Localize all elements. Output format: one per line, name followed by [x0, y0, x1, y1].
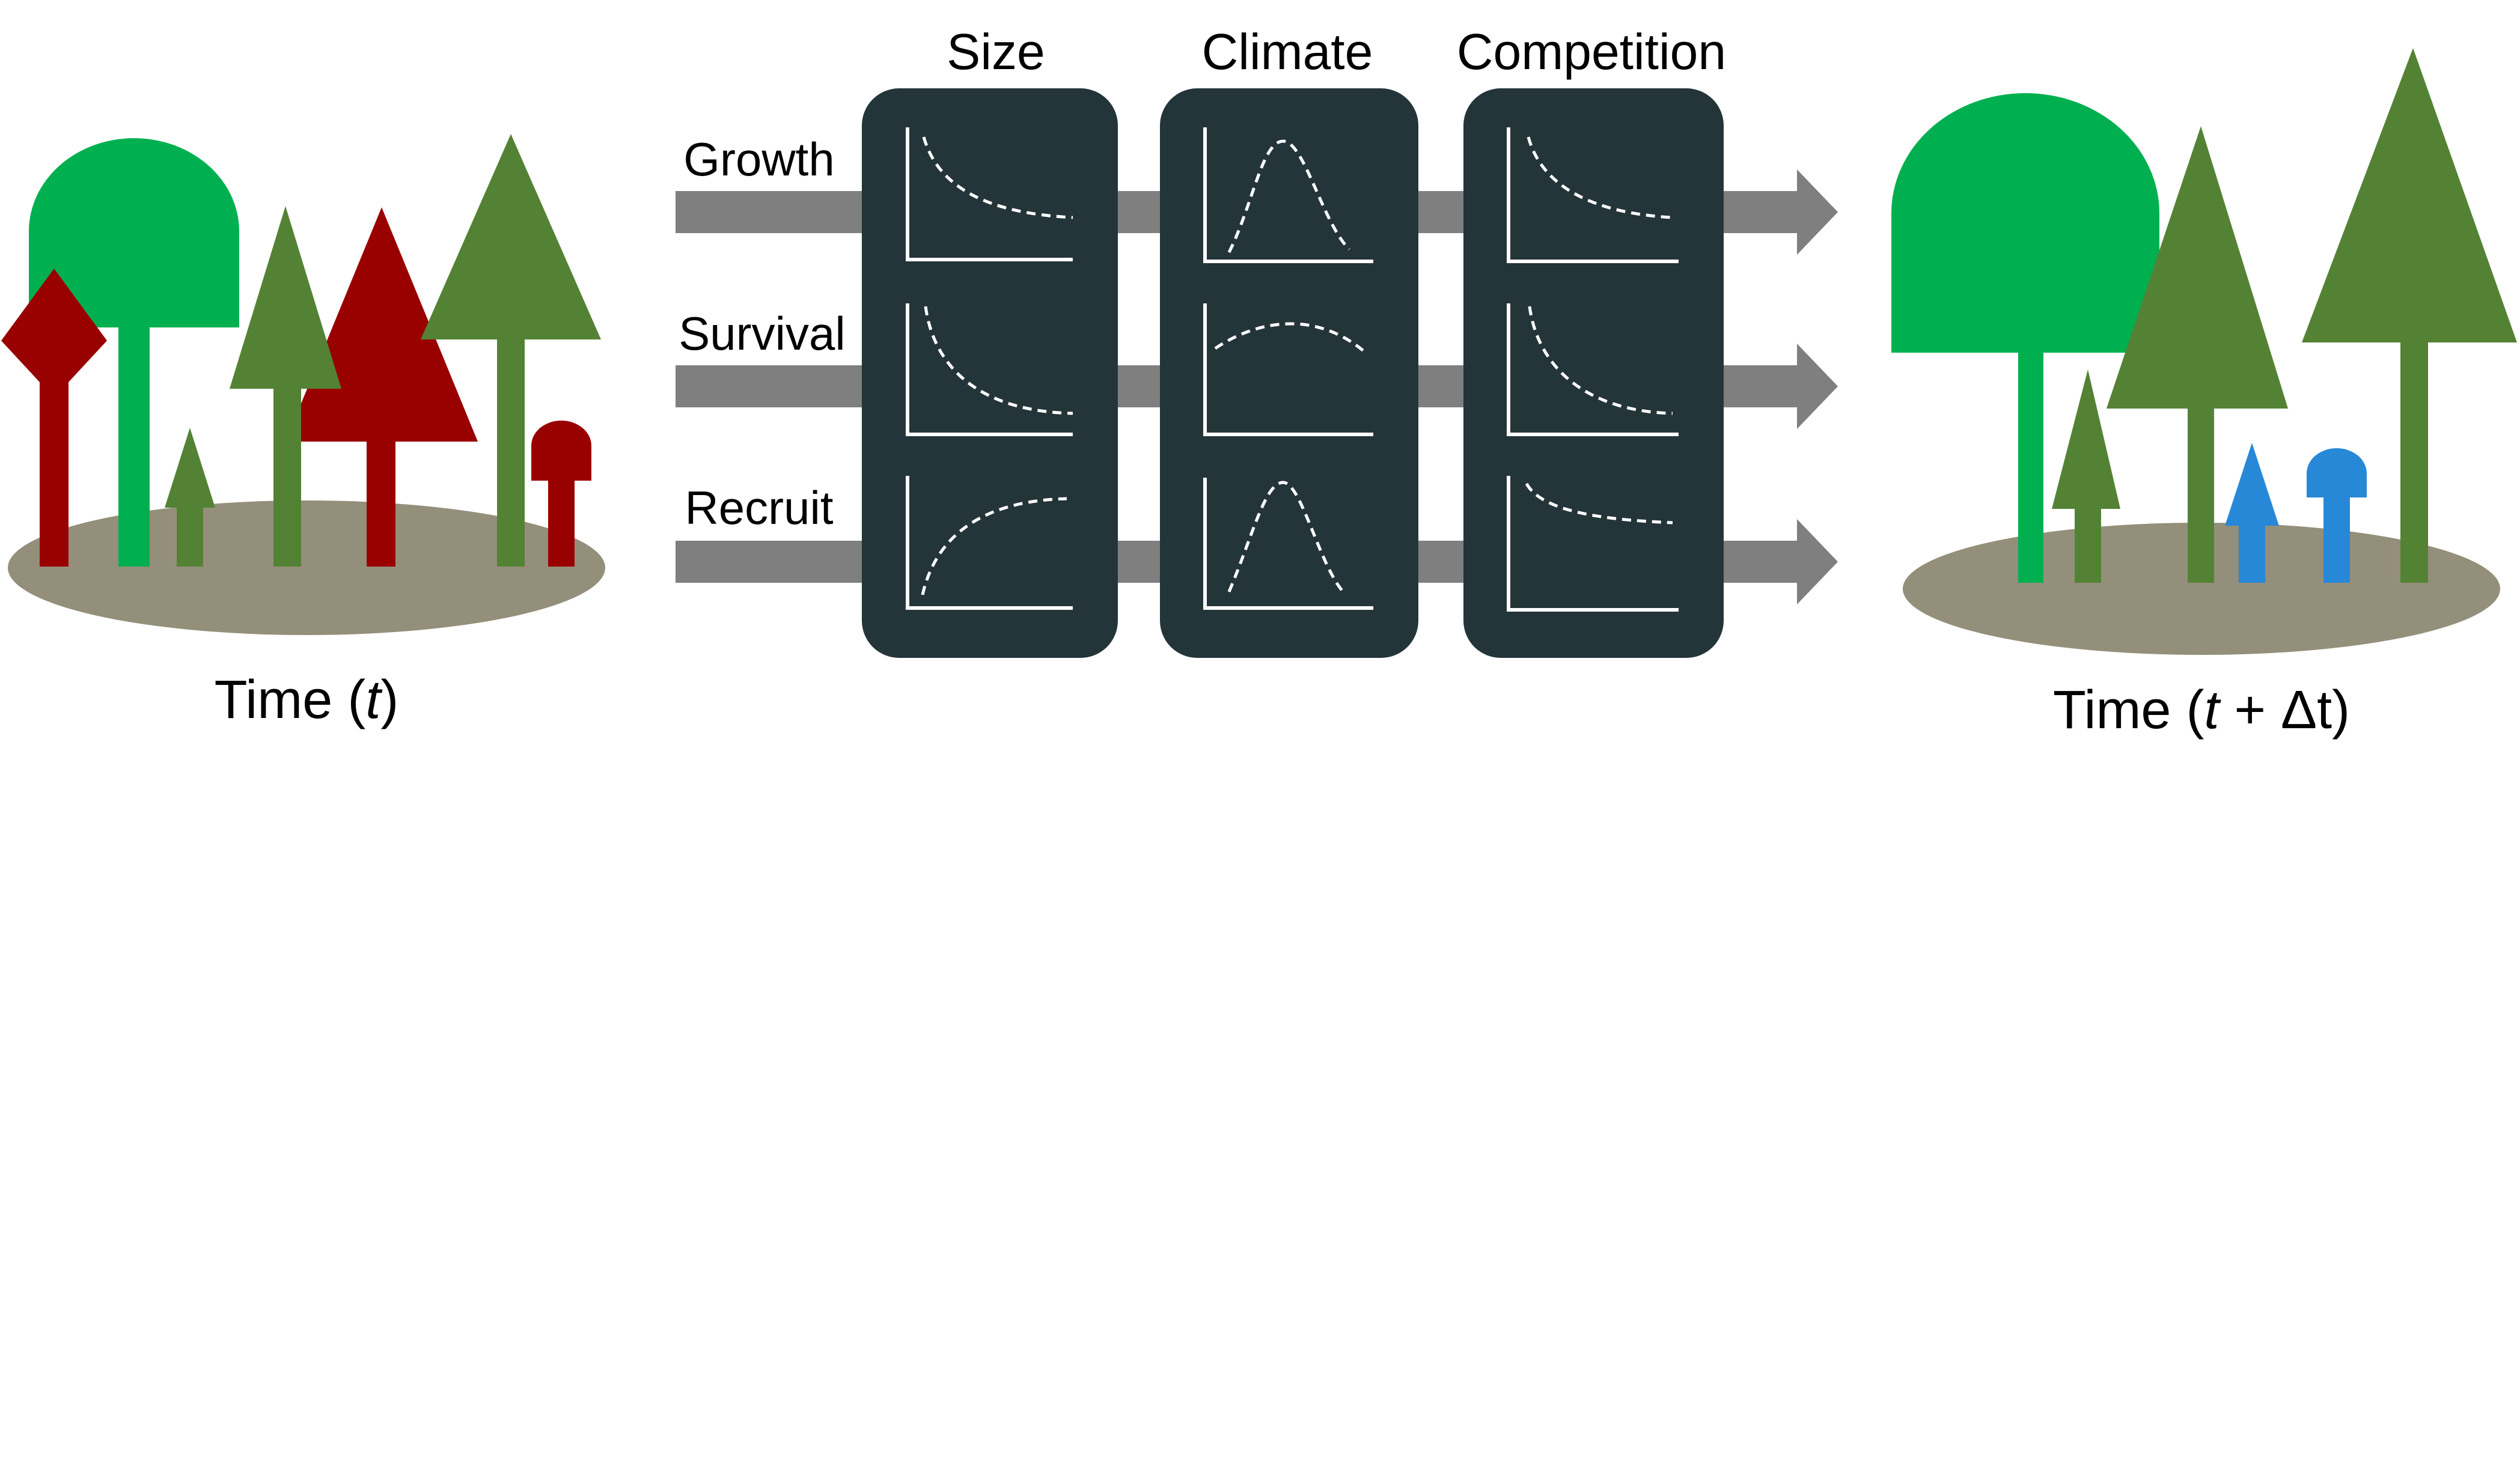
forest-time-t [1, 134, 605, 635]
column-header-climate: Climate [1202, 23, 1373, 80]
recruit-bar-start [676, 541, 862, 583]
recruit-arrowhead [1724, 519, 1838, 604]
plot-climate-survival [1203, 303, 1373, 436]
time-t-plus-dt-label: Time (t + Δt) [2053, 680, 2350, 740]
panel-size [862, 88, 1118, 658]
time-t-label: Time (t) [215, 670, 399, 730]
column-header-competition: Competition [1457, 23, 1726, 80]
recruit-bar-link-1 [1118, 541, 1160, 583]
plot-competition-survival [1507, 303, 1679, 436]
triangle-tree-blue [2225, 443, 2279, 583]
process-arrows [676, 169, 1838, 604]
plot-climate-growth [1203, 127, 1373, 263]
plot-competition-recruit [1507, 476, 1679, 612]
ground-right [1903, 523, 2500, 655]
round-tree-green [29, 138, 239, 567]
diamond-tree-red [1, 269, 107, 567]
round-tree-green-large [1891, 93, 2159, 583]
small-triangle-tree-olive [165, 428, 215, 567]
plot-competition-growth [1507, 127, 1679, 263]
triangle-tree-olive-tall [421, 134, 601, 567]
mushroom-tree-red [531, 421, 591, 567]
survival-bar-link-2 [1418, 365, 1463, 407]
row-label-survival: Survival [679, 307, 845, 360]
ground-left [8, 500, 605, 635]
triangle-tree-olive-tallest [2302, 48, 2517, 583]
survival-arrowhead [1724, 344, 1838, 429]
growth-bar-link-1 [1118, 191, 1160, 233]
forest-time-t-plus-dt [1891, 48, 2517, 655]
plot-size-survival [906, 303, 1073, 436]
survival-bar-start [676, 365, 862, 407]
row-label-recruit: Recruit [685, 481, 833, 534]
growth-bar-start [676, 191, 862, 233]
plot-climate-recruit [1203, 478, 1373, 610]
survival-bar-link-1 [1118, 365, 1160, 407]
plot-size-growth [906, 127, 1073, 261]
mushroom-tree-blue [2307, 448, 2367, 583]
growth-arrowhead [1724, 169, 1838, 255]
panel-competition [1463, 88, 1724, 658]
column-header-size: Size [947, 23, 1045, 80]
small-triangle-tree-olive-right [2052, 369, 2120, 583]
triangle-tree-olive-large [2107, 126, 2288, 583]
plot-size-recruit [906, 476, 1073, 610]
growth-bar-link-2 [1418, 191, 1463, 233]
row-label-growth: Growth [683, 133, 834, 186]
recruit-bar-link-2 [1418, 541, 1463, 583]
panel-climate [1160, 88, 1418, 658]
triangle-tree-olive-middle [230, 206, 341, 567]
